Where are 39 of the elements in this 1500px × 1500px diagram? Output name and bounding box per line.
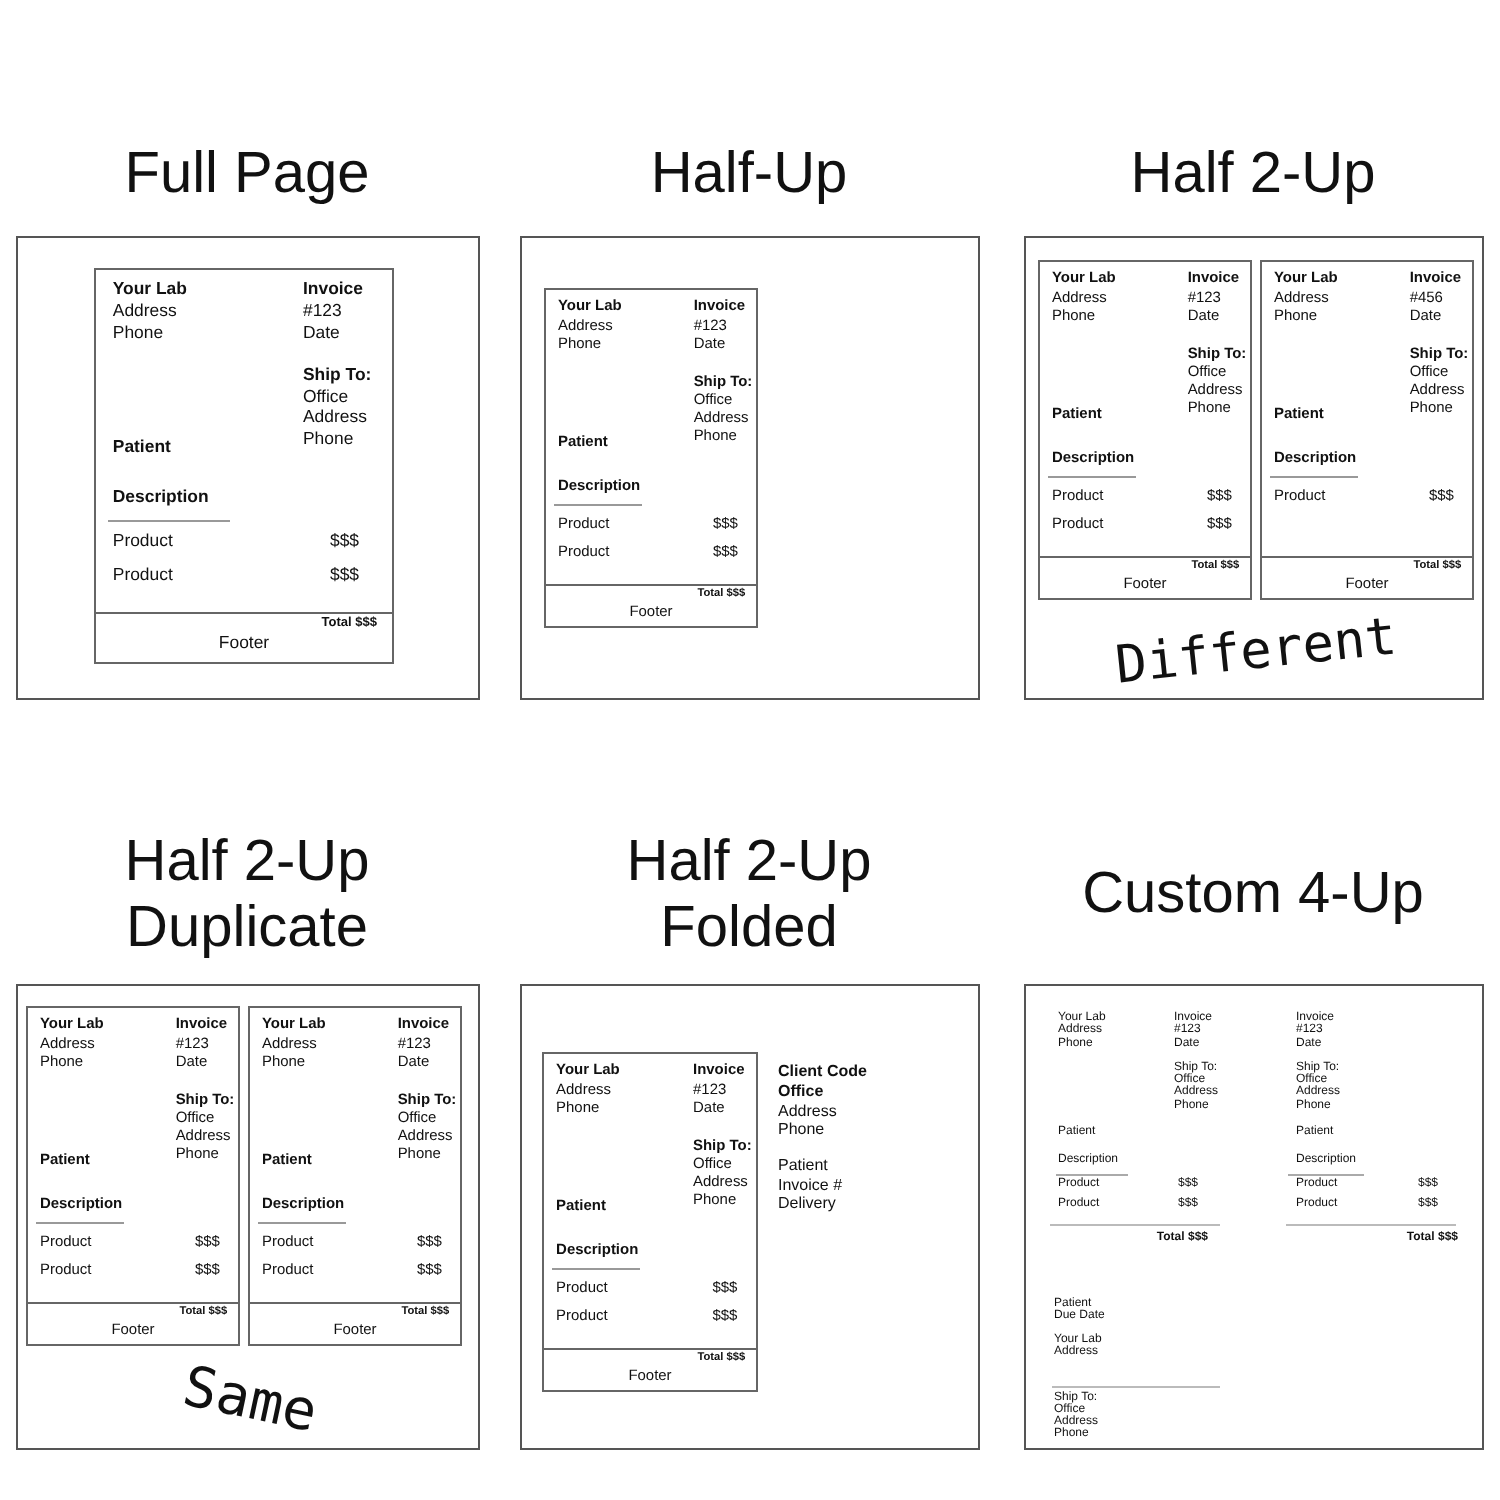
- product-name: Product: [112, 566, 173, 586]
- stamp-text: Different: [1113, 611, 1399, 693]
- panel-title: Half-Up: [648, 141, 850, 207]
- delivery-text: Delivery: [778, 1196, 836, 1213]
- patient-label: Patient: [112, 438, 171, 458]
- panel-title: Half 2-Up Duplicate: [122, 829, 372, 961]
- invoice-sheet: [26, 1006, 240, 1346]
- invoice-sheet: [94, 268, 394, 664]
- panel-title: Custom 4-Up: [1080, 861, 1426, 927]
- invoice-sheet: [1260, 260, 1474, 600]
- office-text: Office: [303, 388, 349, 408]
- description-heading: Description: [112, 488, 209, 508]
- client-code-heading: Client Code: [778, 1064, 867, 1081]
- invoice-sheet: [248, 1006, 462, 1346]
- invoice-number-label: Invoice #: [778, 1178, 843, 1195]
- office-heading: Office: [778, 1084, 824, 1101]
- invoice-sheet: [542, 1052, 758, 1392]
- price-text: $$$: [330, 566, 360, 586]
- phone-text: Phone: [303, 430, 354, 450]
- address-text: Address: [303, 408, 367, 428]
- footer-text: Footer: [218, 634, 270, 654]
- invoice-number: #123: [303, 302, 342, 322]
- invoice-sheet: [1038, 260, 1252, 600]
- product-name: Product: [112, 532, 173, 552]
- date-text: Date: [303, 324, 340, 344]
- address-text: Address: [778, 1104, 837, 1121]
- price-text: $$$: [330, 532, 360, 552]
- ship-to-heading: Ship To:: [303, 366, 372, 386]
- panel-title: Half 2-Up Folded: [624, 829, 874, 961]
- invoice-sheet: [544, 288, 758, 628]
- phone-text: Phone: [112, 324, 164, 344]
- lab-name: Your Lab: [112, 279, 187, 300]
- invoice-heading: Invoice: [303, 279, 363, 300]
- panel-title: Full Page: [122, 141, 372, 207]
- patient-label: Patient: [778, 1158, 828, 1175]
- stamp-text: Same: [178, 1358, 322, 1442]
- address-text: Address: [112, 302, 177, 322]
- phone-text: Phone: [778, 1122, 825, 1139]
- panel-title: Half 2-Up: [1128, 141, 1378, 207]
